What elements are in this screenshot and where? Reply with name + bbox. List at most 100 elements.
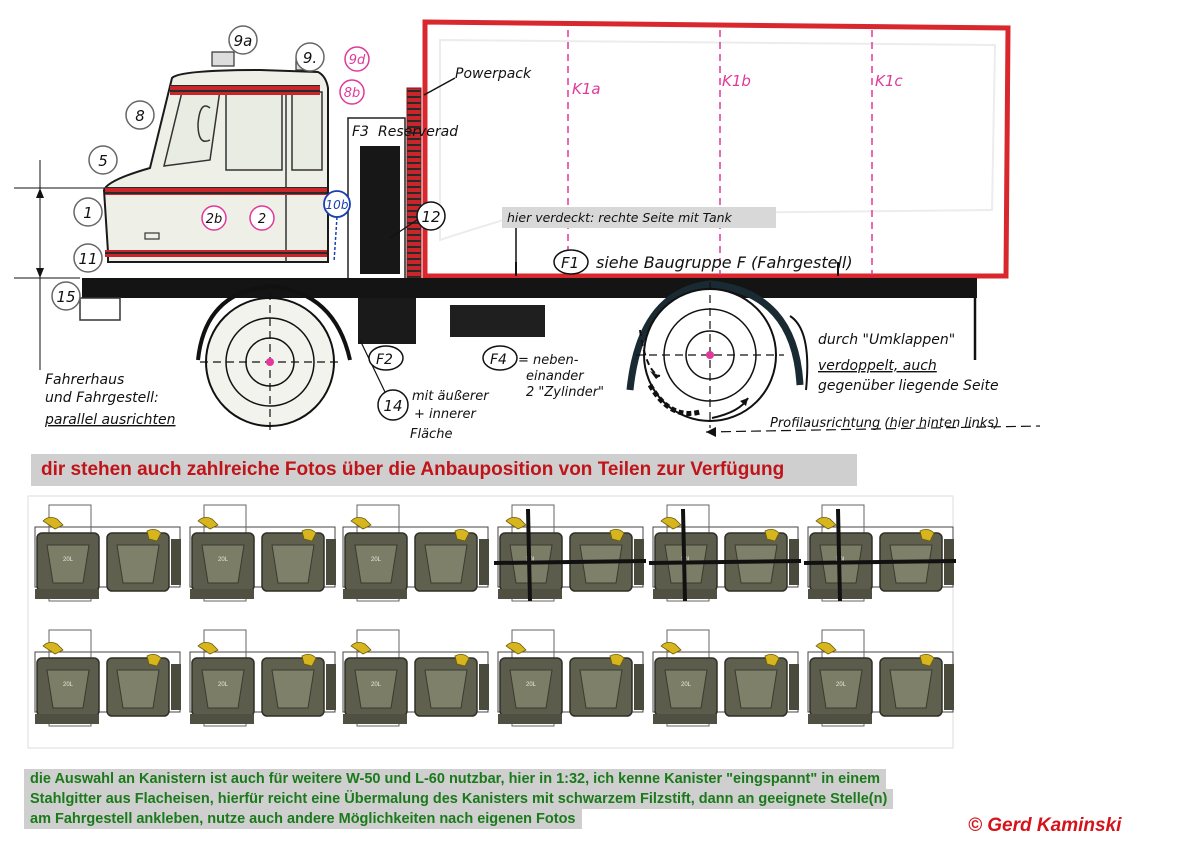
callout-8-circle <box>125 100 155 130</box>
callout-12: 12 <box>421 208 440 226</box>
callout-5-circle <box>88 145 118 175</box>
callout-11: 11 <box>78 250 97 268</box>
canister-sheet-5: 20L <box>648 504 802 602</box>
chassis-frame <box>82 278 977 298</box>
part-f2 <box>358 298 416 344</box>
canister-label: 20L <box>681 682 692 688</box>
roof-stripe <box>170 85 320 95</box>
photo-banner: dir stehen auch zahlreiche Fotos über di… <box>31 454 857 486</box>
canister-label: 20L <box>526 682 537 688</box>
powerpack-part <box>406 87 422 279</box>
callout-14: 14 <box>383 397 402 415</box>
rear-wheel <box>626 280 804 428</box>
callout-10b: 10b <box>326 198 349 212</box>
canister-sheet-6: 20L <box>803 504 957 602</box>
label-f4-line2: einander <box>526 369 585 384</box>
label-powerpack: Powerpack <box>455 66 532 82</box>
label-hidden-side: hier verdeckt: rechte Seite mit Tank <box>507 210 733 225</box>
label-k1c: K1c <box>875 72 903 90</box>
callout-8: 8 <box>135 107 145 125</box>
label-baugruppe: siehe Baugruppe F (Fahrgestell) <box>596 253 853 272</box>
canister-label: 20L <box>681 557 692 563</box>
callout-f1 <box>553 249 589 275</box>
label-k1b: K1b <box>722 72 751 90</box>
canister-label: 20L <box>371 557 382 563</box>
label-f1: F1 <box>561 254 579 272</box>
copyright: © Gerd Kaminski <box>968 815 1122 836</box>
canister-sheet-10: 20L <box>497 629 644 727</box>
label-flaeche-3: Fläche <box>410 427 452 442</box>
callout-5: 5 <box>98 152 108 170</box>
reserve-wheel <box>360 146 400 274</box>
callout-2-circle <box>249 205 275 231</box>
callout-14-circle <box>377 389 409 421</box>
canister-label: 20L <box>63 557 74 563</box>
callout-2: 2 <box>258 212 266 227</box>
label-umklappen-2: verdoppelt, auch <box>818 358 937 374</box>
canister-sheet-4: 20L <box>493 504 647 602</box>
callout-2b: 2b <box>206 212 223 227</box>
callout-15-circle <box>51 281 81 311</box>
label-reserverad: Reserverad <box>378 124 458 140</box>
label-k1a: K1a <box>572 80 601 98</box>
callout-9a-circle <box>228 25 258 55</box>
cab <box>102 51 329 263</box>
callout-2b-circle <box>201 205 227 231</box>
canister-label: 20L <box>371 682 382 688</box>
callout-1-circle <box>73 197 103 227</box>
canister-label: 20L <box>63 682 74 688</box>
upper-body-stripe <box>105 187 327 195</box>
label-fahrerhaus-3: parallel ausrichten <box>44 412 175 428</box>
callout-f2 <box>368 345 404 371</box>
label-umklappen-1: durch "Umklappen" <box>818 332 955 348</box>
canister-label: 20L <box>836 682 847 688</box>
callout-1: 1 <box>83 204 93 222</box>
hidden-side-box <box>502 207 776 228</box>
dimension-lines <box>14 160 104 370</box>
canister-sheet-9: 20L <box>342 629 489 727</box>
front-bumper <box>79 297 121 321</box>
front-wheel <box>196 283 352 432</box>
label-f3: F3 <box>352 124 369 140</box>
canister-sheet-7: 20L <box>34 629 181 727</box>
canister-sheet-12: 20L <box>807 629 954 727</box>
canister-label: 20L <box>218 682 229 688</box>
callouts: 9a 9. 9d 8b 8 5 1 2b 2 10b 12 11 15 14 <box>51 25 446 421</box>
callout-9d: 9d <box>349 53 366 68</box>
label-fahrerhaus-1: Fahrerhaus <box>45 372 124 388</box>
label-fahrerhaus-2: und Fahrgestell: <box>45 390 159 406</box>
part-f4-cylinders <box>450 305 545 337</box>
callout-8b-circle <box>339 79 365 105</box>
cargo-box: K1a K1b K1c <box>422 19 1011 279</box>
callout-9d-circle <box>344 46 370 72</box>
callout-f4 <box>482 345 518 371</box>
powerpack-leader <box>423 77 456 96</box>
mirror-icon <box>197 105 211 142</box>
callout-11-circle <box>73 243 103 273</box>
callout-12-circle <box>416 201 446 231</box>
label-f4-line3: 2 "Zylinder" <box>526 385 604 400</box>
canister-sheet-11: 20L <box>652 629 799 727</box>
label-f4-line1: = neben- <box>518 353 579 368</box>
callout-9-circle <box>295 42 325 72</box>
label-profil: Profilausrichtung (hier hinten links) <box>770 416 999 431</box>
canister-label: 20L <box>218 557 229 563</box>
canister-grid: 20L 20L 20L 20L 20L 20L 20L 20L 20L 20L 20L 20L <box>34 504 957 727</box>
canister-label: 20L <box>836 557 847 563</box>
callout-15: 15 <box>56 288 75 306</box>
note-line-1: die Auswahl an Kanistern ist auch für we… <box>24 769 954 789</box>
canister-sheet-3: 20L <box>342 504 489 602</box>
canister-sheet-1: 20L <box>34 504 181 602</box>
callout-9a: 9a <box>234 32 253 50</box>
canister-sheet-2: 20L <box>189 504 336 602</box>
label-f2: F2 <box>376 352 393 368</box>
callout-8b: 8b <box>344 86 361 101</box>
note-line-2: Stahlgitter aus Flacheisen, hierfür reic… <box>24 789 954 809</box>
note-line-3: am Fahrgestell ankleben, nutze auch ande… <box>24 809 954 829</box>
label-flaeche-2: + innerer <box>414 407 477 422</box>
label-f4: F4 <box>490 352 507 368</box>
lower-body-stripe <box>105 250 327 257</box>
canister-label: 20L <box>526 557 537 563</box>
canister-sheet-8: 20L <box>189 629 336 727</box>
